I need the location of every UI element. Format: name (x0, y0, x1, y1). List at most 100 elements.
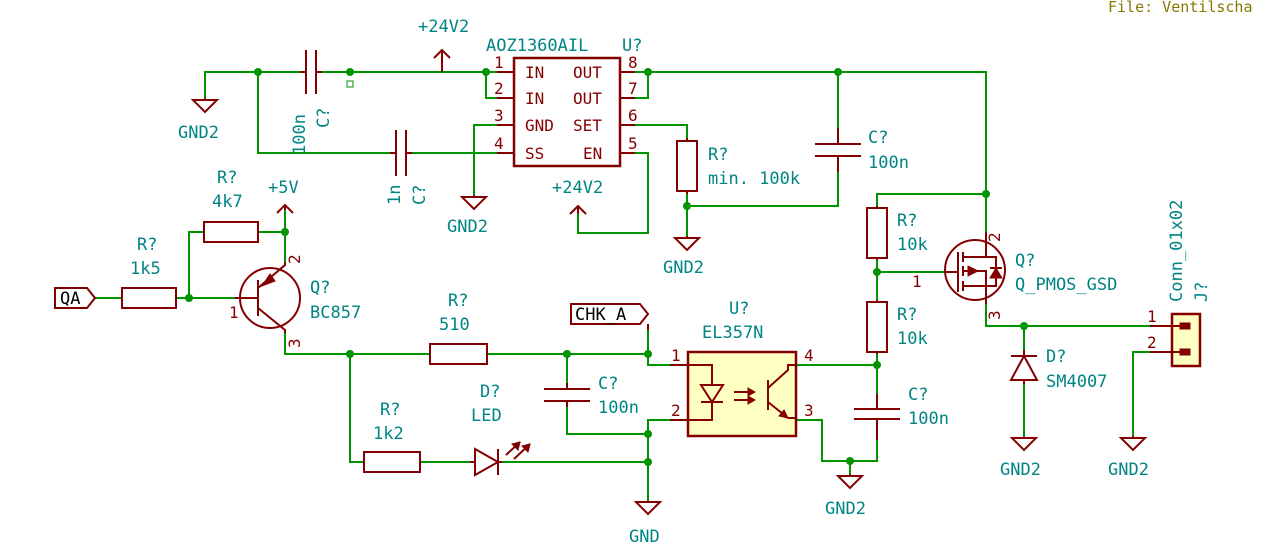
svg-text:SET: SET (573, 116, 602, 135)
transistor-bc857: 1 2 3 Q? BC857 (229, 254, 361, 348)
svg-text:U?: U? (729, 299, 749, 319)
resistor-set: R? min. 100k (676, 138, 800, 194)
svg-text:AOZ1360AIL: AOZ1360AIL (486, 36, 588, 56)
svg-text:Conn_01x02: Conn_01x02 (1167, 200, 1187, 302)
svg-text:1: 1 (494, 53, 504, 72)
svg-text:EN: EN (583, 144, 602, 163)
svg-text:IN: IN (525, 63, 544, 82)
pmos-transistor: 1 2 3 Q? Q_PMOS_GSD (912, 232, 1117, 320)
svg-text:2: 2 (1147, 333, 1157, 352)
svg-text:1: 1 (671, 346, 681, 365)
svg-text:U?: U? (622, 36, 642, 56)
svg-text:R?: R? (217, 168, 237, 188)
svg-text:C?: C? (598, 374, 618, 394)
resistor-base-pullup: R? 4k7 (203, 168, 259, 243)
svg-text:1k2: 1k2 (373, 424, 404, 444)
svg-text:GND2: GND2 (1108, 460, 1149, 480)
capacitor-ss: 1n C? (385, 130, 430, 205)
wires (94, 71, 1151, 501)
capacitor-output: C? 100n (815, 128, 909, 173)
svg-text:EL357N: EL357N (702, 323, 763, 343)
svg-text:3: 3 (285, 338, 304, 348)
svg-text:R?: R? (448, 291, 468, 311)
svg-text:2: 2 (671, 401, 681, 420)
gnd2-conn: GND2 (1108, 436, 1149, 480)
svg-text:D?: D? (480, 382, 500, 402)
svg-text:min. 100k: min. 100k (708, 169, 800, 189)
gnd2-opto: GND2 (825, 474, 866, 519)
resistor-base: R? 1k5 (121, 235, 177, 309)
svg-text:3: 3 (804, 401, 814, 420)
svg-text:+5V: +5V (268, 178, 299, 198)
net-label-qa: QA (54, 287, 97, 309)
svg-text:10k: 10k (897, 235, 928, 255)
svg-text:C?: C? (908, 385, 928, 405)
svg-text:GND2: GND2 (1000, 460, 1041, 480)
svg-text:+24V2: +24V2 (418, 17, 469, 37)
junctions (185, 68, 1028, 466)
svg-text:GND2: GND2 (825, 499, 866, 519)
gnd-main: GND (629, 500, 663, 547)
svg-text:C?: C? (410, 185, 430, 205)
svg-text:100n: 100n (868, 153, 909, 173)
svg-text:IN: IN (525, 89, 544, 108)
svg-text:GND: GND (629, 527, 660, 547)
svg-text:D?: D? (1046, 347, 1066, 367)
led-diode: D? LED (470, 382, 531, 477)
svg-text:1: 1 (912, 272, 922, 291)
gnd2-ic: GND2 (447, 195, 489, 237)
svg-text:4: 4 (494, 134, 504, 153)
power-24v-en: +24V2 (552, 178, 603, 215)
svg-text:8: 8 (628, 53, 638, 72)
svg-text:OUT: OUT (573, 89, 602, 108)
svg-text:R?: R? (137, 235, 157, 255)
svg-text:GND2: GND2 (663, 258, 704, 278)
svg-text:R?: R? (708, 145, 728, 165)
svg-text:Q?: Q? (1015, 251, 1035, 271)
capacitor-input: 100n C? (290, 50, 334, 155)
gnd2-set: GND2 (663, 236, 704, 278)
svg-text:LED: LED (471, 406, 502, 426)
svg-text:BC857: BC857 (310, 303, 361, 323)
resistor-gate-top: R? 10k (866, 206, 928, 260)
svg-text:2: 2 (285, 254, 304, 264)
svg-text:2: 2 (494, 79, 504, 98)
svg-text:3: 3 (494, 106, 504, 125)
gnd2-diode: GND2 (1000, 436, 1041, 480)
svg-text:C?: C? (314, 108, 334, 128)
svg-text:1: 1 (229, 303, 239, 322)
regulator-ic: AOZ1360AIL U? 1 2 3 4 IN IN GND SS 8 7 6… (486, 36, 642, 168)
svg-text:1k5: 1k5 (130, 259, 161, 279)
svg-text:+24V2: +24V2 (552, 178, 603, 198)
svg-text:4k7: 4k7 (212, 192, 243, 212)
svg-text:510: 510 (439, 315, 470, 335)
svg-text:1: 1 (1147, 307, 1157, 326)
svg-text:CHK_A: CHK_A (575, 305, 626, 325)
svg-text:QA: QA (60, 289, 80, 309)
capacitor-opto-in: C? 100n (544, 374, 639, 418)
optocoupler-el357n: 1 2 3 4 U? EL357N (670, 299, 814, 438)
svg-text:R?: R? (897, 211, 917, 231)
svg-text:2: 2 (985, 232, 1004, 242)
power-5v: +5V (268, 178, 299, 214)
svg-text:SM4007: SM4007 (1046, 372, 1107, 392)
svg-text:7: 7 (628, 79, 638, 98)
capacitor-opto-out: C? 100n (854, 385, 949, 440)
svg-text:OUT: OUT (573, 63, 602, 82)
svg-text:10k: 10k (897, 329, 928, 349)
connector-j: 1 2 Conn_01x02 J? (1147, 200, 1212, 368)
resistor-led-input: R? 510 (429, 291, 488, 365)
svg-text:1n: 1n (385, 185, 405, 205)
svg-text:SS: SS (525, 144, 544, 163)
svg-text:GND2: GND2 (447, 217, 488, 237)
svg-text:GND2: GND2 (178, 123, 219, 143)
svg-text:Q?: Q? (310, 278, 330, 298)
svg-text:C?: C? (868, 128, 888, 148)
svg-text:100n: 100n (290, 114, 310, 155)
resistor-gate-bottom: R? 10k (866, 300, 928, 354)
svg-text:100n: 100n (598, 398, 639, 418)
svg-text:GND: GND (525, 116, 554, 135)
svg-text:R?: R? (380, 400, 400, 420)
svg-text:J?: J? (1192, 282, 1212, 302)
resistor-led: R? 1k2 (363, 400, 421, 473)
